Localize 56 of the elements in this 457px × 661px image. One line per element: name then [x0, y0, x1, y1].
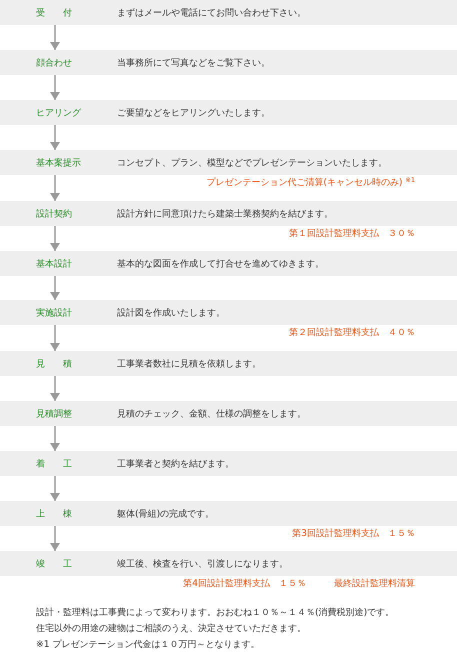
payment-note: 最終設計監理料清算	[334, 578, 415, 590]
step-title: ヒアリング	[36, 106, 81, 118]
arrow	[50, 175, 60, 201]
step-title: 顔合わせ	[36, 56, 72, 68]
step-description: 設計方針に同意頂けたら建築士業務契約を結びます。	[117, 208, 333, 220]
arrow	[50, 226, 60, 251]
step-title: 竣 工	[36, 558, 72, 570]
step-band	[0, 150, 457, 175]
step-band	[0, 50, 457, 75]
arrow	[50, 376, 60, 401]
arrow	[50, 325, 60, 351]
step-title: 見積調整	[36, 408, 72, 420]
step-description: 工事業者数社に見積を依頼します。	[117, 358, 261, 370]
step-band	[0, 251, 457, 276]
arrow	[50, 75, 60, 100]
step-title: 見 積	[36, 358, 72, 370]
step-description: コンセプト、プラン、模型などでプレゼンテーションいたします。	[117, 156, 387, 168]
step-band	[0, 201, 457, 226]
step-band	[0, 551, 457, 576]
step-band	[0, 451, 457, 476]
payment-note: 第4回設計監理料支払 １５％	[183, 578, 306, 590]
step-band	[0, 351, 457, 376]
step-description: 見積のチェック、金額、仕様の調整をします。	[117, 408, 306, 420]
footnote: 住宅以外の用途の建物はご相談のうえ、決定させていただきます。	[36, 623, 306, 635]
step-band	[0, 401, 457, 426]
footnote: 設計・監理料は工事費によって変わります。おおむね１０％～１４％(消費税別途)です。	[36, 607, 394, 619]
step-description: まずはメールや電話にてお問い合わせ下さい。	[117, 6, 306, 18]
step-title: 基本設計	[36, 258, 72, 270]
step-description: 設計図を作成いたします。	[117, 306, 225, 318]
step-description: 竣工後、検査を行い、引渡しになります。	[117, 558, 288, 570]
payment-note: 第１回設計監理料支払 ３０％	[289, 228, 415, 240]
step-title: 基本案提示	[36, 156, 81, 168]
payment-note: 第3回設計監理料支払 １５％	[292, 528, 415, 540]
arrow	[50, 426, 60, 451]
step-description: ご要望などをヒアリングいたします。	[117, 106, 270, 118]
step-title: 実施設計	[36, 306, 72, 318]
step-title: 着 工	[36, 458, 72, 470]
arrow	[50, 526, 60, 551]
arrow	[50, 25, 60, 50]
step-title: 受 付	[36, 6, 72, 18]
arrow	[50, 476, 60, 501]
step-title: 設計契約	[36, 208, 72, 220]
payment-note: 第２回設計監理料支払 ４０％	[289, 327, 415, 339]
arrow	[50, 276, 60, 300]
step-band	[0, 300, 457, 325]
footnote: ※1 プレゼンテーション代金は１０万円～となります。	[36, 639, 260, 651]
step-band	[0, 0, 457, 25]
step-band	[0, 100, 457, 125]
payment-note: プレゼンテーション代ご清算(キャンセル時のみ) $^{※1}$	[206, 177, 415, 189]
step-description: 当事務所にて写真などをご覧下さい。	[117, 56, 270, 68]
step-title: 上 棟	[36, 508, 72, 520]
step-description: 躯体(骨組)の完成です。	[117, 508, 214, 520]
step-description: 工事業者と契約を結びます。	[117, 458, 234, 470]
step-band	[0, 501, 457, 526]
step-description: 基本的な図面を作成して打合せを進めてゆきます。	[117, 258, 324, 270]
arrow	[50, 125, 60, 150]
